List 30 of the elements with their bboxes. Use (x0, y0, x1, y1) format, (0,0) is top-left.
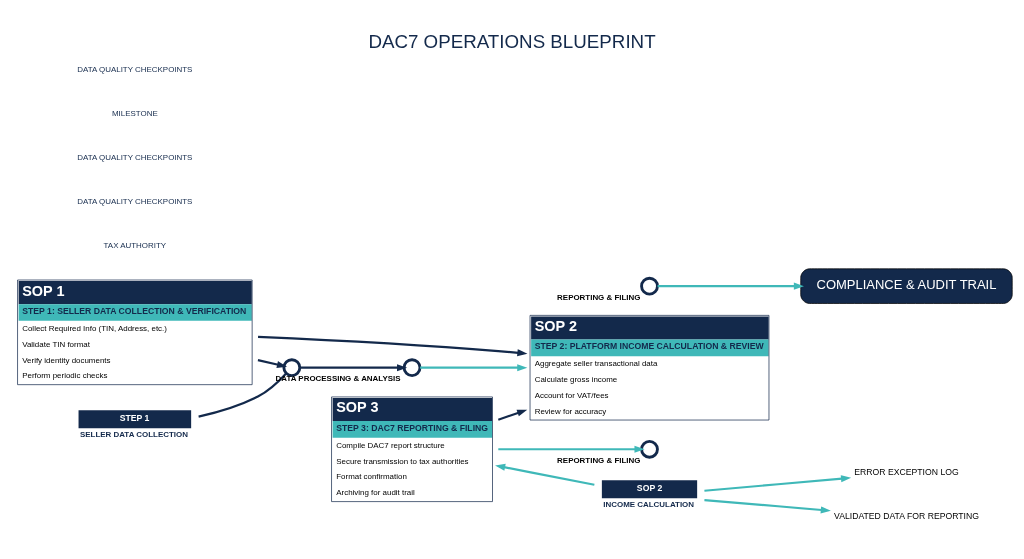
arrow (300, 363, 408, 371)
arrow (258, 335, 528, 356)
node-circle (640, 439, 659, 459)
node-box: COMPLIANCE & AUDIT TRAIL (800, 267, 1013, 304)
node-label: REPORTING & FILING (557, 455, 641, 465)
node-label: REPORTING & FILING (557, 292, 641, 302)
arrow (257, 358, 288, 368)
arrow (497, 409, 528, 421)
label: DATA QUALITY CHECKPOINTS (77, 64, 193, 74)
node-circle (402, 357, 422, 377)
arrow (657, 282, 804, 290)
diagram-title: DAC7 OPERATIONS BLUEPRINT (368, 30, 656, 52)
arrow (498, 445, 645, 453)
node-box: STEP 1 (78, 409, 192, 428)
node-label: SELLER DATA COLLECTION (79, 429, 188, 439)
label: DATA QUALITY CHECKPOINTS (77, 196, 193, 206)
label: MILESTONE (111, 108, 158, 118)
arrow (704, 498, 831, 513)
node-text: ERROR EXCEPTION LOG (854, 466, 959, 477)
node-circle (640, 276, 659, 296)
label: TAX AUTHORITY (103, 240, 167, 250)
arrow (495, 463, 595, 486)
connector (198, 372, 287, 418)
node-text: VALIDATED DATA FOR REPORTING (834, 510, 979, 521)
arrow (704, 474, 852, 492)
node-box: SOP 2 (601, 479, 698, 498)
arrow (420, 363, 528, 371)
node-circle (282, 357, 302, 377)
label: DATA QUALITY CHECKPOINTS (77, 152, 193, 162)
node-label: INCOME CALCULATION (603, 499, 694, 509)
